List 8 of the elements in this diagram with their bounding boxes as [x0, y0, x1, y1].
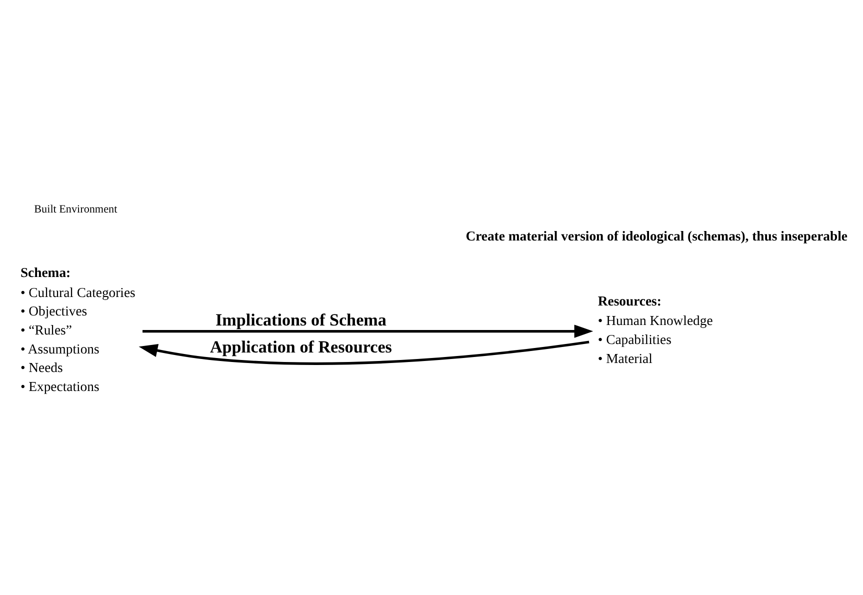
edge-label: Implications of Schema: [216, 310, 386, 330]
edge-label: Application of Resources: [210, 338, 392, 357]
arrow: [142, 324, 594, 338]
label: Create material version of ideological (schemas), thus inseperable: [466, 228, 848, 244]
node-text: Schema: • Cultural Categories • Objectives • “Rules” • Assumptions • Needs • Expectations: [20, 265, 136, 394]
label: Built Environment: [34, 204, 118, 216]
node-text: Resources: • Human Knowledge • Capabilities • Material: [598, 293, 713, 366]
arrow: [138, 340, 590, 365]
